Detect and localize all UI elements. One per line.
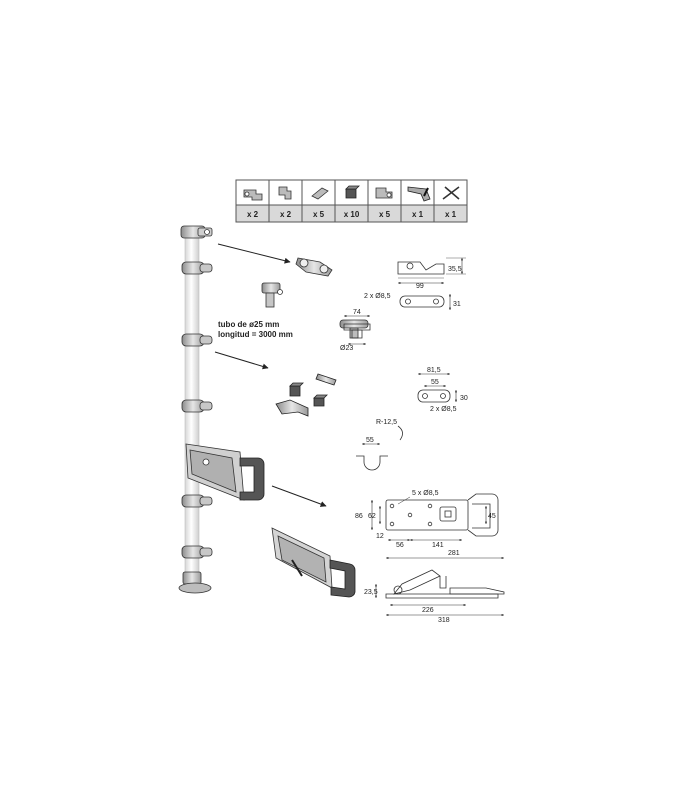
count-swivel-clip: x 2	[280, 210, 292, 219]
latch-3d	[271, 527, 356, 598]
tube-clamp	[181, 494, 213, 508]
dim-plate-outer: 81,5	[427, 367, 441, 374]
plate-drawing	[417, 372, 458, 403]
tube-clamp	[181, 261, 213, 275]
dim-clip-radius: R-12,5	[376, 419, 397, 426]
count-cube-block: x 10	[344, 210, 360, 219]
latch-top-drawing	[370, 493, 499, 542]
dim-knob-width: 74	[353, 309, 361, 316]
tube	[184, 237, 200, 591]
arrow-to-hinge	[217, 243, 291, 264]
dim-clip-width: 55	[366, 437, 374, 444]
dim-plate-inner: 55	[431, 379, 439, 386]
dim-hinge-length: 99	[416, 283, 424, 290]
dim-plate-height: 30	[460, 395, 468, 402]
count-cross-key: x 1	[445, 210, 457, 219]
dim-side-inner: 226	[422, 607, 434, 614]
hinge-bracket-icon	[243, 189, 263, 201]
swivel-clip-3d	[261, 282, 283, 308]
cross-key-icon	[442, 186, 460, 200]
tube-note-line1: tubo de ø25 mm	[218, 320, 279, 329]
dim-latch-b: 141	[432, 542, 444, 549]
dim-hinge-holes: 2 x Ø8,5	[364, 293, 391, 300]
latch-side-drawing	[374, 556, 505, 617]
dim-hinge-depth: 31	[453, 301, 461, 308]
count-slider-plate: x 5	[313, 210, 325, 219]
tube-assembly	[178, 225, 265, 594]
tube-clamp-icon	[375, 187, 393, 199]
cube-block-icon	[345, 185, 360, 199]
clip-drawing	[356, 425, 403, 471]
tube-clamp	[181, 545, 213, 559]
count-tube-clamp: x 5	[379, 210, 391, 219]
blocks-3d	[275, 373, 337, 417]
tube-clamp	[181, 333, 213, 347]
slider-plate-icon	[311, 187, 329, 200]
tube-note-line2: longitud = 3000 mm	[218, 330, 293, 339]
dim-latch-h-inner: 62	[368, 513, 376, 520]
arrow-to-latch	[271, 485, 327, 507]
top-hinge-bracket	[180, 225, 213, 239]
arrow-to-clips	[214, 351, 269, 370]
bottom-base-bracket	[178, 571, 212, 594]
dim-side-height: 23,5	[364, 589, 378, 596]
hinge-top-drawing	[399, 294, 452, 310]
mounted-latch	[185, 443, 265, 501]
knob-drawing	[343, 314, 371, 346]
dim-side-total: 318	[438, 617, 450, 624]
latch-lever-icon	[407, 186, 431, 202]
dim-plate-holes: 2 x Ø8,5	[430, 406, 457, 413]
count-latch-lever: x 1	[412, 210, 424, 219]
dim-hinge-height: 35,5	[448, 266, 462, 273]
hinge-3d	[295, 257, 333, 277]
dim-latch-handle: 45	[488, 513, 496, 520]
hinge-side-drawing	[397, 257, 466, 285]
dim-latch-h-outer: 86	[355, 513, 363, 520]
swivel-clip-icon	[278, 186, 292, 200]
dim-latch-gap: 12	[376, 533, 384, 540]
count-hinge-bracket: x 2	[247, 210, 259, 219]
dim-side-total-top: 281	[448, 550, 460, 557]
dim-latch-a: 56	[396, 542, 404, 549]
tube-clamp	[181, 399, 213, 413]
dim-knob-diameter: Ø23	[340, 345, 353, 352]
dim-latch-holes: 5 x Ø8,5	[412, 490, 439, 497]
parts-table: x 2 x 2 x 5 x 10 x 5 x 1 x 1	[235, 179, 468, 223]
